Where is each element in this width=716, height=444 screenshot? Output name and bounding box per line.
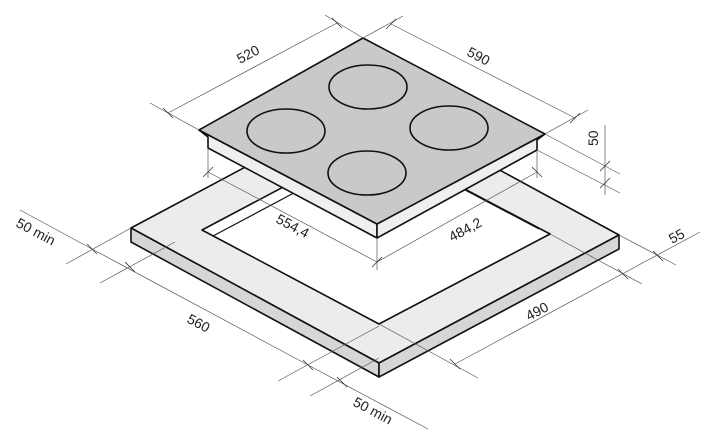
burner-back: [328, 64, 408, 110]
burner-left: [246, 108, 326, 154]
burner-right: [409, 105, 489, 151]
label-hob-depth: 520: [234, 41, 262, 66]
label-clearance-left: 50 min: [14, 215, 59, 249]
hob-top-surface: [198, 37, 546, 225]
dimension-lines: [19, 14, 701, 430]
label-hob-width: 590: [465, 44, 493, 69]
label-counter-depth: 490: [523, 298, 551, 323]
countertop-right-side: [378, 234, 620, 378]
hob: [198, 37, 546, 239]
label-clearance-front: 50 min: [351, 394, 396, 428]
burner-front: [327, 150, 407, 196]
label-hob-height: 50: [585, 130, 601, 146]
label-counter-width: 560: [185, 311, 213, 336]
label-clearance-back: 55: [666, 225, 687, 247]
